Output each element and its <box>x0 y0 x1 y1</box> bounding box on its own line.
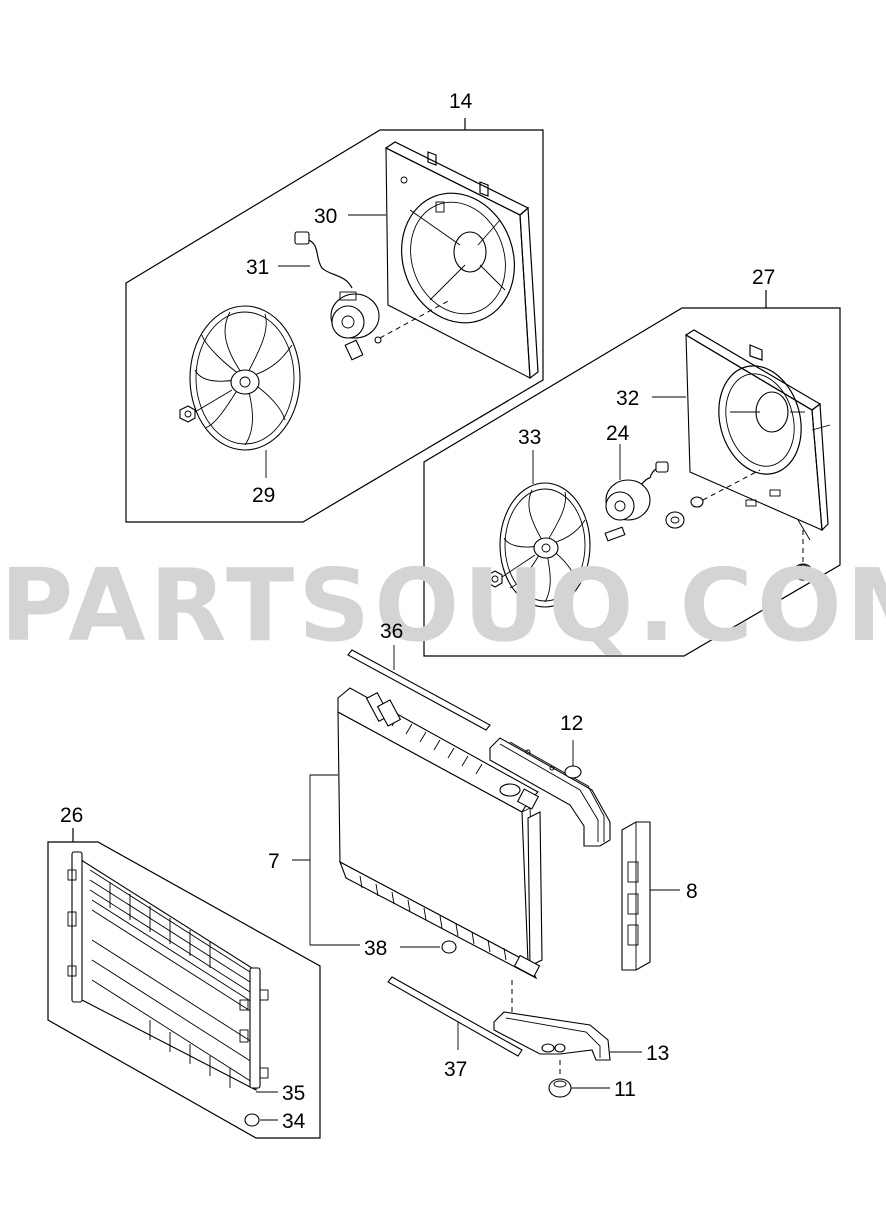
callout-12: 12 <box>560 712 583 735</box>
part-31-fan-motor[interactable] <box>294 231 451 361</box>
callout-13: 13 <box>646 1042 669 1065</box>
callout-14: 14 <box>449 90 473 113</box>
part-26-condenser[interactable] <box>67 851 269 1091</box>
callout-35: 35 <box>282 1082 305 1105</box>
callout-11: 11 <box>614 1078 636 1101</box>
callout-36: 36 <box>380 620 403 643</box>
callout-33: 33 <box>518 426 541 449</box>
callout-34: 34 <box>282 1110 306 1133</box>
callout-8: 8 <box>686 880 698 903</box>
part-33-fan-blade[interactable] <box>487 482 591 608</box>
part-34-cap[interactable] <box>244 1113 278 1127</box>
callout-38: 38 <box>364 937 387 960</box>
part-12-upper-bracket[interactable] <box>489 737 611 847</box>
part-7-radiator[interactable] <box>337 687 543 980</box>
callout-24: 24 <box>606 422 630 445</box>
callout-7: 7 <box>268 850 280 873</box>
part-11-radiator-mount[interactable] <box>548 1060 610 1098</box>
part-shroud-grommet[interactable] <box>793 530 813 581</box>
callout-30: 30 <box>314 205 337 228</box>
callout-26: 26 <box>60 804 83 827</box>
part-38-drain-plug[interactable] <box>400 940 457 954</box>
callout-27: 27 <box>752 266 775 289</box>
group-14-outline <box>125 118 544 523</box>
group-27-outline <box>423 290 841 657</box>
callout-32: 32 <box>616 387 639 410</box>
part-37-lower-insulator[interactable] <box>387 976 523 1057</box>
part-13-lower-bracket[interactable] <box>493 980 642 1061</box>
part-36-upper-insulator[interactable] <box>347 645 491 731</box>
part-rubber-mount[interactable] <box>665 469 761 529</box>
part-24-fan-motor[interactable] <box>604 461 669 542</box>
callout-37: 37 <box>444 1058 467 1081</box>
part-32-fan-shroud[interactable] <box>684 329 831 541</box>
group-26-outline <box>47 828 321 1139</box>
part-30-fan-shroud[interactable] <box>384 141 539 380</box>
callout-29: 29 <box>252 484 275 507</box>
part-29-fan-blade[interactable] <box>179 305 301 451</box>
callout-31: 31 <box>246 256 269 279</box>
part-8-side-seal[interactable] <box>621 821 680 971</box>
watermark-text: PARTSOUQ.COM <box>0 547 886 664</box>
